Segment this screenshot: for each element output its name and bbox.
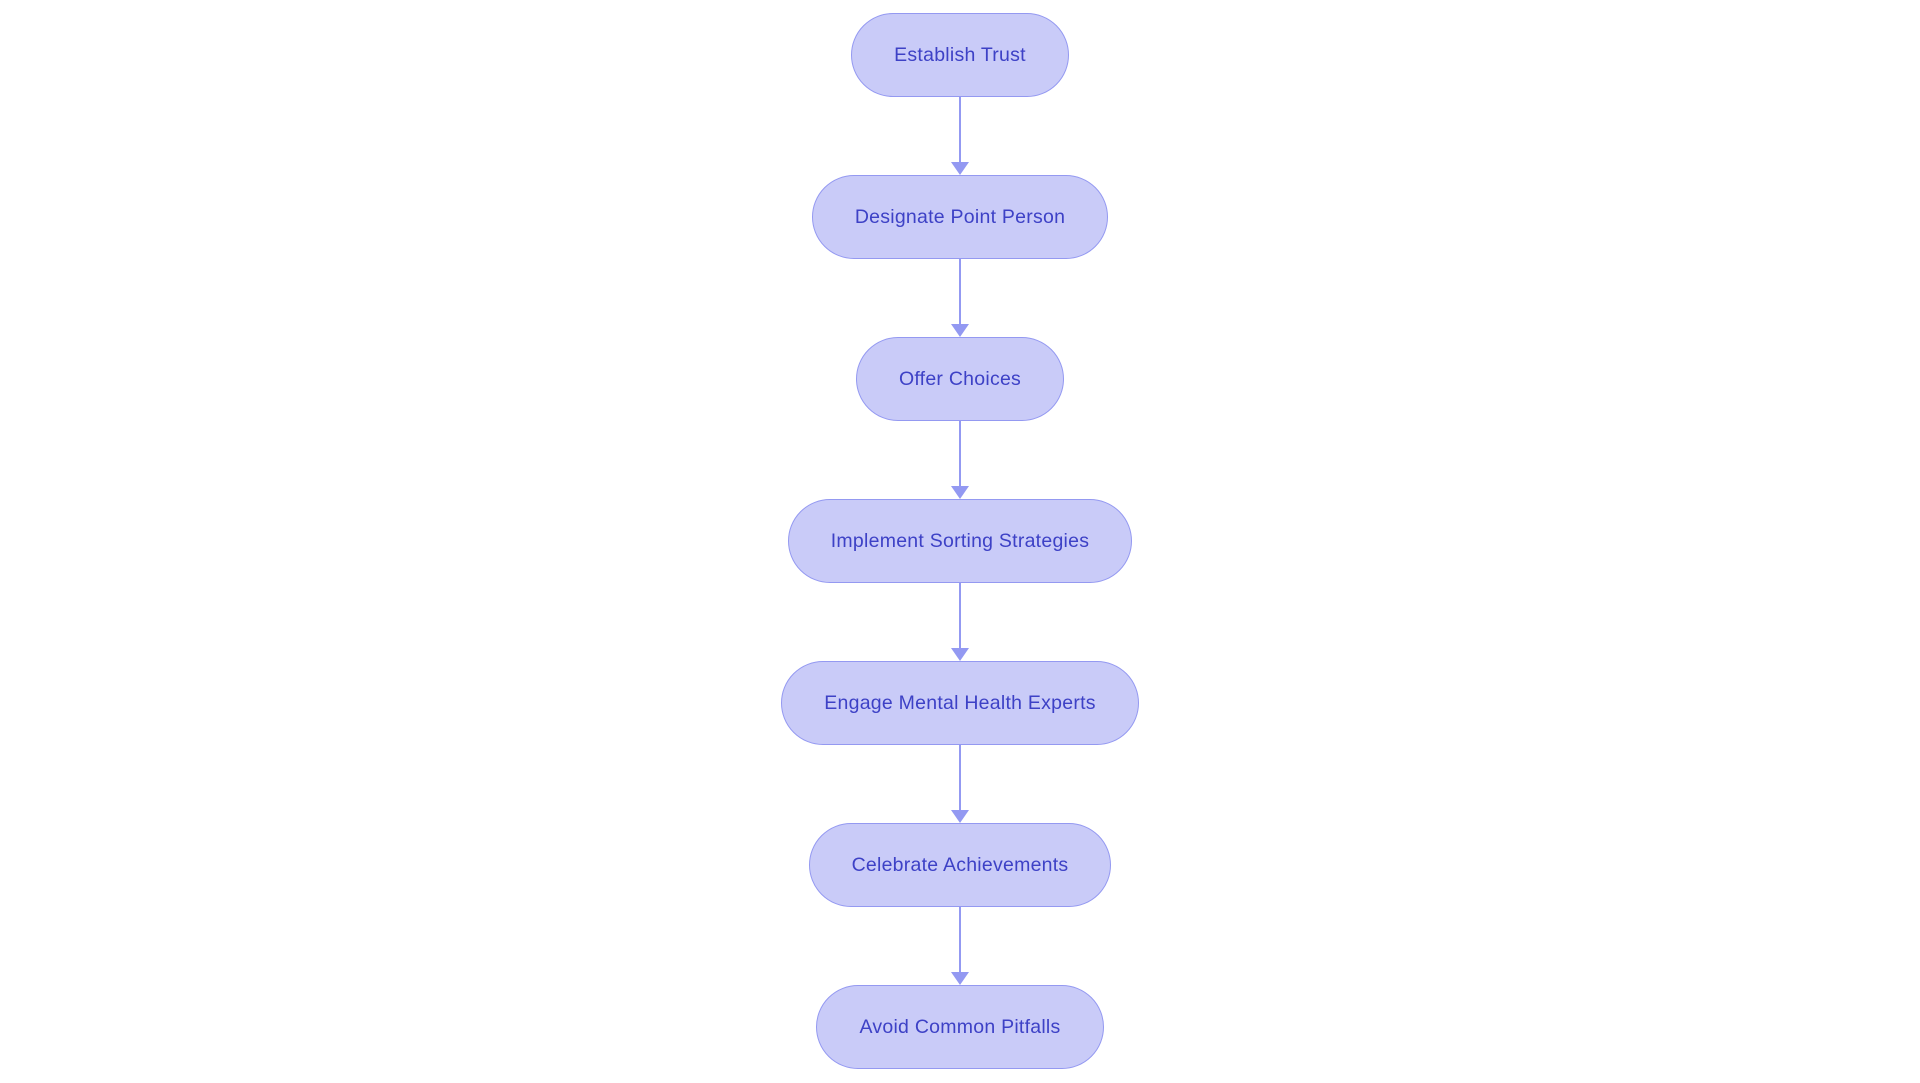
down-arrow-connector xyxy=(951,907,969,985)
flow-node: Implement Sorting Strategies xyxy=(787,499,1133,583)
arrow-head-icon xyxy=(951,162,969,175)
flow-node-label: Engage Mental Health Experts xyxy=(824,691,1096,714)
arrow-line xyxy=(959,97,961,162)
down-arrow-connector xyxy=(951,259,969,337)
arrow-line xyxy=(959,583,961,648)
flow-node: Avoid Common Pitfalls xyxy=(816,985,1104,1069)
flow-node-label: Celebrate Achievements xyxy=(851,853,1069,876)
down-arrow-connector xyxy=(951,583,969,661)
arrow-head-icon xyxy=(951,324,969,337)
arrow-line xyxy=(959,259,961,324)
flow-node: Celebrate Achievements xyxy=(808,823,1112,907)
arrow-head-icon xyxy=(951,972,969,985)
flow-node-label: Designate Point Person xyxy=(854,205,1066,228)
down-arrow-connector xyxy=(951,421,969,499)
down-arrow-connector xyxy=(951,97,969,175)
flow-node-label: Establish Trust xyxy=(894,43,1026,66)
arrow-line xyxy=(959,421,961,486)
arrow-head-icon xyxy=(951,486,969,499)
arrow-line xyxy=(959,745,961,810)
flow-node-label: Avoid Common Pitfalls xyxy=(859,1015,1061,1038)
arrow-line xyxy=(959,907,961,972)
flow-node: Offer Choices xyxy=(855,337,1065,421)
arrow-head-icon xyxy=(951,648,969,661)
flow-node: Designate Point Person xyxy=(811,175,1109,259)
flow-node-label: Offer Choices xyxy=(898,367,1022,390)
arrow-head-icon xyxy=(951,810,969,823)
flow-node-label: Implement Sorting Strategies xyxy=(830,529,1090,552)
flow-node: Establish Trust xyxy=(851,13,1069,97)
down-arrow-connector xyxy=(951,745,969,823)
flow-node: Engage Mental Health Experts xyxy=(781,661,1139,745)
